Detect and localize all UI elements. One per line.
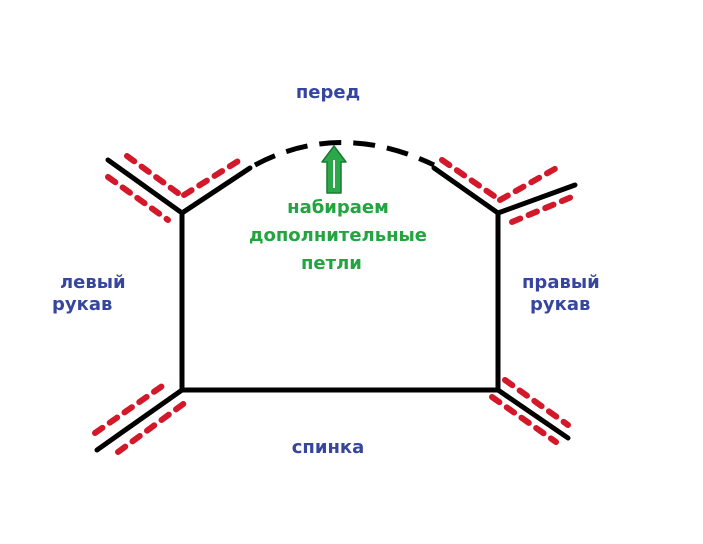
note-line1: набираем [287, 197, 389, 218]
red-dash-top-right-lower [509, 193, 577, 225]
right-sleeve-label-line1: правый [522, 272, 600, 293]
raglan-line-top-right [495, 182, 578, 216]
red-dash-bottom-left-lower [115, 399, 189, 455]
red-dash-bottom-right-lower [489, 394, 559, 445]
arrow-up-icon [321, 145, 347, 194]
raglan-lines [94, 157, 578, 453]
red-dash-left-shoulder [181, 155, 246, 198]
note-line2: дополнительные [248, 225, 428, 246]
red-dash-right-shoulder [439, 157, 500, 201]
raglan-line-top-left [105, 157, 185, 216]
right-shoulder-line [431, 165, 501, 216]
red-dash-bottom-right-upper [502, 377, 571, 428]
right-sleeve-label-line2: рукав [530, 294, 591, 315]
left-sleeve-label-line1: левый [60, 272, 126, 293]
red-dash-top-left-lower [105, 174, 171, 223]
left-sleeve-label-line2: рукав [52, 294, 113, 315]
left-shoulder-line [179, 165, 253, 216]
add-stitches-note: набираем дополнительные петли [238, 197, 438, 275]
note-line3: петли [301, 253, 362, 274]
front-label: перед [295, 82, 361, 103]
raglan-line-bottom-right [495, 387, 571, 441]
red-dash-top-left-upper [124, 153, 185, 199]
red-dash-top-right-upper [497, 163, 563, 203]
raglan-red-dashes [92, 153, 577, 455]
raglan-line-bottom-left [94, 387, 185, 453]
red-dash-bottom-left-upper [92, 379, 171, 436]
right-sleeve-label: правый рукав [518, 272, 600, 316]
back-label: спинка [291, 437, 365, 458]
left-sleeve-label: левый рукав [52, 272, 126, 316]
body-outline [179, 165, 501, 393]
